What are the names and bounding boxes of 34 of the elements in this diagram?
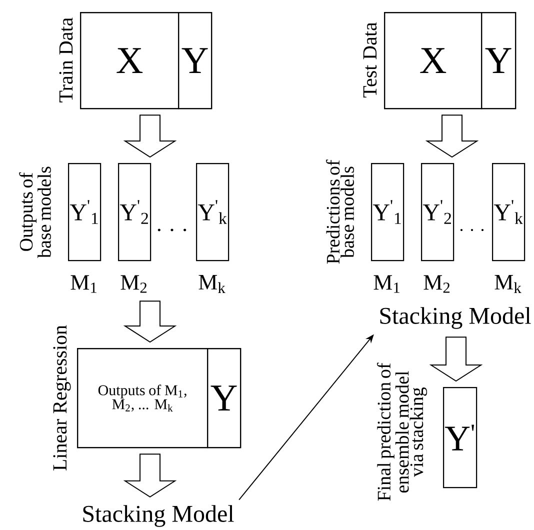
table-cell: X [80,12,180,110]
model-name: M$_{k}$ [494,275,522,293]
output-box: Y$^{'}$k [492,163,526,262]
table-heading: Linear Regression [53,325,71,470]
table-heading: Test Data [363,22,377,98]
model-name: M$_{1}$ [374,275,400,293]
table-cell: Y [481,12,516,110]
table-heading: Train Data [59,18,73,102]
box-caption: Final prediction of ensemble model via stacking [376,362,428,501]
table-cell: Outputs of M$_{1}$, M$_{2}$, ... M$_{k}$ [77,348,208,448]
block-arrow [123,300,177,343]
output-box: Y$^{'}$1 [371,163,404,262]
block-arrow [123,454,177,498]
model-name: M$_{1}$ [70,275,96,293]
table-cell: X [384,12,482,110]
output-box: Y$^{'}$k [196,163,230,262]
model-name: M$_{2}$ [424,275,450,293]
ellipsis: . . . [158,228,186,232]
block-arrow [425,114,479,158]
output-box: Y$^{'}$1 [68,163,102,262]
model-label: Stacking Model [83,505,234,527]
side-label: Predictions of base models [326,160,354,264]
model-name: M$_{k}$ [198,275,226,293]
block-arrow [429,336,483,382]
model-name: M$_{2}$ [120,275,147,293]
table-cell: Y [178,12,212,110]
table-cell: Y [207,348,242,448]
ellipsis: . . . [460,228,484,232]
block-arrow [123,114,177,158]
output-box: Y$^{'}$2 [421,163,454,262]
model-label: Stacking Model [380,307,531,329]
output-box: Y$^{'}$2 [118,163,152,262]
side-label: Outputs of base models [19,166,51,258]
output-box: Y$^{'}$ [443,387,478,488]
